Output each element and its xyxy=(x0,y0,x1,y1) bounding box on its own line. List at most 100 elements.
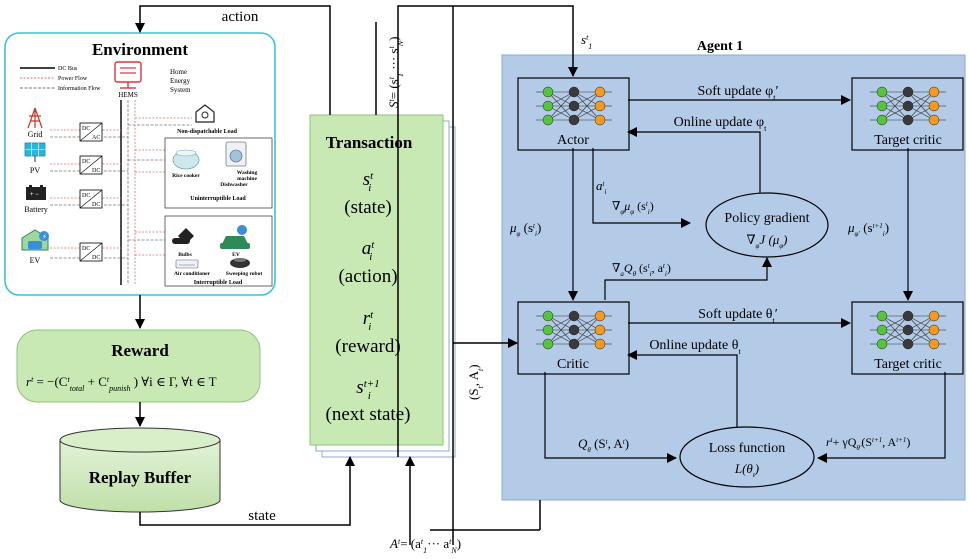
sweeping-robot-label: Sweeping robot xyxy=(226,271,263,277)
pv-icon xyxy=(24,142,46,162)
hems-desc-1: Home xyxy=(170,68,187,76)
grid-label: Grid xyxy=(28,130,43,139)
svg-text:DC: DC xyxy=(82,159,90,165)
converter-ev: DC DC xyxy=(79,242,103,262)
converter-grid: DC AC xyxy=(79,122,103,142)
non-dispatchable-label: Non-dispatchable Load xyxy=(177,129,238,135)
actor-label: Actor xyxy=(557,133,589,148)
svg-text:DC: DC xyxy=(92,168,100,174)
svg-text:AC: AC xyxy=(92,135,100,141)
loss-function-node xyxy=(679,426,815,488)
transaction-reward-desc: (reward) xyxy=(335,336,400,357)
s-all-label: St= (st1 ··· stN) xyxy=(386,37,405,108)
environment-panel: Environment DC Bus Power Flow Informatio… xyxy=(4,32,276,296)
reward-formula: rt = −(Cttotal + Ctpunish ) ∀i ∈ Γ, ∀t ∈… xyxy=(26,374,217,393)
ev-station-icon: ⚡ xyxy=(21,229,49,251)
pv-label: PV xyxy=(30,166,40,175)
bulbs-icon xyxy=(172,228,194,244)
sa-label: (St, At) xyxy=(466,364,485,400)
svg-text:DC: DC xyxy=(92,255,100,261)
svg-text:Power Flow: Power Flow xyxy=(58,76,88,82)
washing-machine-label-2: machine xyxy=(237,176,257,182)
policy-gradient-label: Policy gradient xyxy=(724,211,809,226)
battery-icon: + − xyxy=(26,185,46,200)
transaction-state-desc: (state) xyxy=(344,197,391,218)
interruptible-label: Interruptible Load xyxy=(194,280,243,286)
rice-cooker-label: Rice cooker xyxy=(172,173,200,179)
svg-text:⚡: ⚡ xyxy=(42,233,47,241)
bulbs-label: Bulbs xyxy=(178,252,191,258)
grad-mu-label: ∇φμφ (sti) xyxy=(612,199,654,216)
target-critic-bottom-label: Target critic xyxy=(874,357,942,372)
interruptible-box xyxy=(164,215,273,287)
replay-buffer-title: Replay Buffer xyxy=(89,468,192,487)
svg-text:DC: DC xyxy=(92,202,100,208)
sweeping-robot-icon xyxy=(230,258,250,268)
svg-text:DC Bus: DC Bus xyxy=(58,66,78,72)
critic-network xyxy=(517,301,630,375)
svg-text:+ −: + − xyxy=(30,192,39,198)
target-critic-top-label: Target critic xyxy=(874,133,942,148)
dishwasher-label: Dishwasher xyxy=(220,182,248,188)
a-all-label: At= (at1··· atN) xyxy=(389,536,461,555)
action-arrow xyxy=(135,5,331,115)
transaction-title: Transaction xyxy=(326,133,413,152)
svg-text:DC: DC xyxy=(82,193,90,199)
air-conditioner-icon xyxy=(175,259,199,269)
state-label: state xyxy=(248,508,276,524)
online-update-bottom-label: Online update θt xyxy=(649,338,741,356)
svg-text:DC: DC xyxy=(82,126,90,132)
ev-label: EV xyxy=(30,256,41,265)
reward-title: Reward xyxy=(111,341,169,360)
env-legend: DC Bus Power Flow Information Flow xyxy=(20,66,101,92)
environment-title: Environment xyxy=(92,40,188,59)
ev-car-icon xyxy=(220,225,250,249)
washing-machine-label-1: Washing xyxy=(237,170,258,176)
policy-gradient-node xyxy=(705,192,829,258)
agent-title: Agent 1 xyxy=(697,39,743,54)
hems-label: HEMS xyxy=(118,91,138,99)
grid-icon xyxy=(27,107,43,129)
critic-label: Critic xyxy=(557,357,589,372)
mu-right-label: μφ′ (st+1i) xyxy=(847,220,889,238)
state-arrow xyxy=(139,456,355,526)
a-i-label: ati xyxy=(596,178,606,196)
loss-function-label: Loss function xyxy=(709,441,786,456)
actor-network xyxy=(517,77,630,151)
house-icon xyxy=(195,104,215,123)
hems-desc-3: System xyxy=(170,86,191,94)
converter-pv: DC DC xyxy=(79,155,103,175)
mu-left-label: μφ (sti) xyxy=(509,220,541,238)
agent-panel xyxy=(501,54,966,501)
soft-update-bottom-label: Soft update θt′ xyxy=(698,307,778,325)
soft-update-top-label: Soft update φt′ xyxy=(697,84,778,102)
rice-cooker-icon xyxy=(172,149,200,170)
hems-icon xyxy=(114,61,142,89)
svg-text:Information Flow: Information Flow xyxy=(58,85,101,92)
q-left-label: Qθ (St, At) xyxy=(578,436,629,454)
washing-machine-icon xyxy=(225,141,247,167)
target-value-label: rt+ γQθ′(St+1, At+1) xyxy=(826,435,910,452)
loss-function-formula: L(θt) xyxy=(734,461,759,479)
ev-load-label: EV xyxy=(232,252,240,258)
replay-buffer-cylinder: Replay Buffer xyxy=(59,427,221,513)
s1-label: st1 xyxy=(581,32,592,51)
online-update-top-label: Online update φt xyxy=(674,115,768,133)
transaction-action-desc: (action) xyxy=(338,266,397,287)
transaction-next-state-desc: (next state) xyxy=(326,404,411,425)
uninterruptible-box xyxy=(164,137,273,209)
battery-label: Battery xyxy=(24,205,48,214)
grad-q-label: ∇aQθ (sti, ati) xyxy=(612,261,671,278)
reward-box: Reward rt = −(Cttotal + Ctpunish ) ∀i ∈ … xyxy=(16,329,261,403)
hems-desc-2: Energy xyxy=(170,77,191,85)
svg-text:DC: DC xyxy=(82,246,90,252)
action-label: action xyxy=(222,9,259,25)
policy-gradient-formula: ∇φJ (μφ) xyxy=(746,232,787,250)
target-critic-bottom-network xyxy=(851,301,964,375)
